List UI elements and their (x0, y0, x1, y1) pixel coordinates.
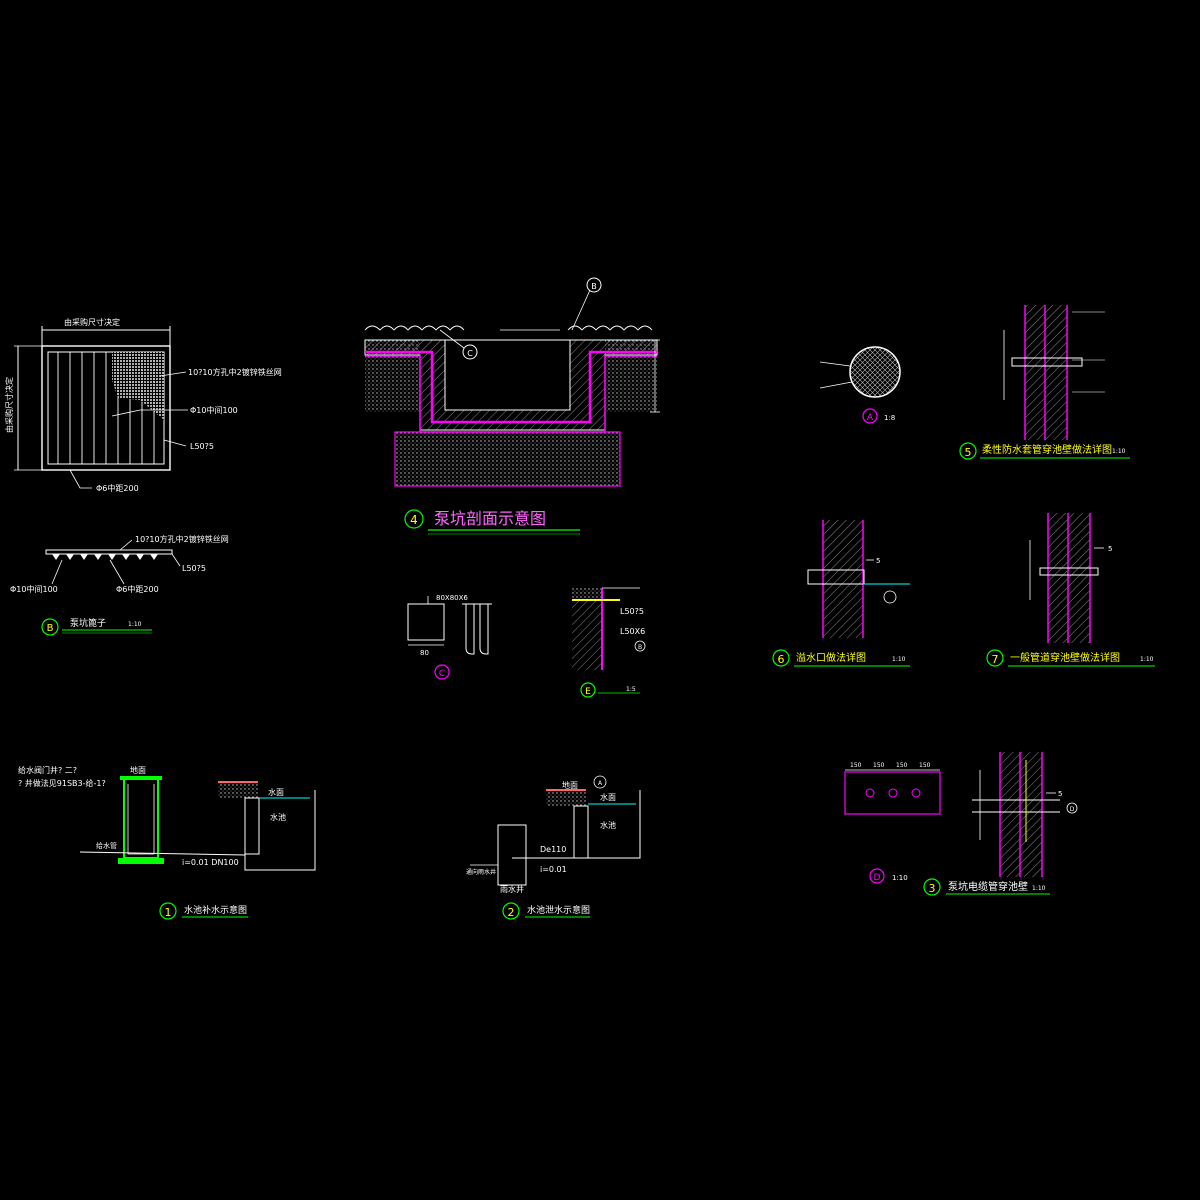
detail-6: 5 6 溢水口做法详图 1:10 (772, 520, 910, 667)
detail-2-ground-label: 地面 (562, 780, 578, 790)
pit-ref-b: B (591, 282, 597, 291)
detail-d: 150 150 150 150 D 1:10 (844, 762, 941, 884)
detail-4-marker: 4 (410, 513, 418, 527)
grate-section-right-note: Φ6中距200 (116, 584, 159, 594)
pit-concrete-wall (364, 339, 658, 431)
detail-2-pool-drain: 雨水井 通向雨水井 De110 i=0.01 地面 水面 水池 A 2 水池泄水… (466, 775, 641, 920)
detail-b-scale: 1:10 (128, 621, 142, 628)
grate-frame-note: L50?5 (190, 442, 214, 451)
detail-6-marker: 6 (778, 653, 785, 666)
detail-1-note-line1: 给水阀门井? 二? (18, 765, 77, 775)
grate-outer-frame (41, 345, 171, 471)
detail-a-scale: 1:8 (884, 414, 895, 422)
detail-c: 80 80X80X6 C (407, 594, 492, 680)
detail-1-ground-label: 地面 (130, 765, 146, 775)
detail-1-slope-label: i=0.01 DN100 (182, 858, 239, 867)
detail-e-marker: E (585, 687, 591, 697)
detail-1-pipe-label: 给水管 (96, 841, 117, 850)
detail-2-left-label: 通向雨水井 (466, 868, 496, 876)
detail-b-title: B 泵坑篦子 1:10 (41, 617, 152, 636)
detail-7-marker: 7 (992, 653, 999, 666)
detail-d-dim-1: 150 (850, 762, 862, 769)
detail-6-scale: 1:10 (892, 656, 906, 663)
detail-e-scale: 1:5 (626, 686, 636, 693)
detail-3-cable-pipe: 5 D 3 泵坑电缆管穿池壁 1:10 (923, 752, 1078, 896)
grate-plan-view: 由采购尺寸决定 由采购尺寸决定 10?10方孔中2镀锌铁丝网 Φ10中间100 … (4, 317, 282, 493)
detail-5-scale: 1:10 (1112, 448, 1126, 455)
grate-section-mesh-note: 10?10方孔中2镀锌铁丝网 (135, 534, 229, 544)
pump-pit-section: B C (364, 277, 660, 487)
cable-plate (844, 771, 941, 815)
detail-3-scale: 1:10 (1032, 885, 1046, 892)
detail-3-dim: 5 (1058, 790, 1062, 798)
detail-4-title: 4 泵坑剖面示意图 (404, 509, 580, 535)
detail-7-scale: 1:10 (1140, 656, 1154, 663)
detail-3-marker: 3 (929, 882, 936, 895)
detail-2-slope-label: i=0.01 (540, 865, 567, 874)
detail-1-note-line2: ? 井做法见91SB3-给-1? (18, 778, 106, 788)
detail-5-title-text: 柔性防水套管穿池壁做法详图 (982, 443, 1112, 456)
pit-waterproof-outer (365, 355, 657, 433)
detail-d-dim-2: 150 (873, 762, 885, 769)
detail-2-well-label: 雨水井 (500, 884, 524, 894)
grate-section-frame-note: L50?5 (182, 564, 206, 573)
pit-waterproof-inner (365, 350, 657, 424)
detail-4-title-text: 泵坑剖面示意图 (434, 509, 546, 528)
detail-7-dim: 5 (1108, 545, 1112, 553)
detail-7: 5 7 一般管道穿池壁做法详图 1:10 (986, 513, 1155, 667)
grate-mesh-note: 10?10方孔中2镀锌铁丝网 (188, 367, 282, 377)
detail-e-note-1: L50?5 (620, 607, 644, 616)
detail-6-dim: 5 (876, 557, 880, 565)
detail-5: 5 柔性防水套管穿池壁做法详图 1:10 (959, 305, 1130, 460)
detail-a-marker: A (867, 413, 874, 423)
detail-c-marker: C (439, 669, 445, 679)
detail-2-marker: 2 (508, 906, 515, 919)
detail-1-marker: 1 (165, 906, 172, 919)
detail-3-title-text: 泵坑电缆管穿池壁 (948, 880, 1028, 893)
detail-2-ref: A (598, 780, 603, 787)
grate-side-dimension: 由采购尺寸决定 (4, 377, 14, 433)
detail-a: A 1:8 (819, 346, 901, 424)
grate-bar-note: Φ10中间100 (190, 405, 238, 415)
detail-3-ref: D (1070, 806, 1075, 813)
detail-d-dim-3: 150 (896, 762, 908, 769)
detail-c-dim-top: 80X80X6 (436, 594, 468, 602)
detail-d-dim-4: 150 (919, 762, 931, 769)
detail-e: L50?5 L50X6 B E 1:5 (572, 587, 646, 698)
detail-2-pool-label: 水池 (600, 820, 616, 830)
pit-base-slab (394, 431, 621, 487)
detail-1-pool-label: 水池 (270, 812, 286, 822)
detail-7-title-text: 一般管道穿池壁做法详图 (1010, 651, 1120, 664)
detail-2-water-label: 水面 (600, 792, 616, 802)
grate-top-dimension: 由采购尺寸决定 (64, 317, 120, 327)
grate-bottom-note: Φ6中距200 (96, 483, 139, 493)
detail-2-title-text: 水池泄水示意图 (527, 904, 590, 916)
pit-ref-c: C (467, 349, 473, 358)
detail-1-pool-supply: 给水阀门井? 二? ? 井做法见91SB3-给-1? 地面 给水管 i=0.01… (18, 765, 316, 920)
grate-section-left-note: Φ10中间100 (10, 584, 58, 594)
grate-mesh-patch (112, 352, 164, 420)
detail-b-marker: B (47, 623, 54, 634)
detail-c-dim-bottom: 80 (420, 649, 429, 657)
detail-e-note-2: L50X6 (620, 627, 645, 636)
grate-section-view: 10?10方孔中2镀锌铁丝网 L50?5 Φ10中间100 Φ6中距200 (10, 534, 229, 594)
detail-6-title-text: 溢水口做法详图 (796, 651, 866, 664)
detail-b-title-text: 泵坑篦子 (70, 617, 106, 629)
detail-5-marker: 5 (965, 446, 972, 459)
detail-e-ref: B (638, 644, 642, 651)
detail-1-water-label: 水面 (268, 787, 284, 797)
detail-d-scale: 1:10 (892, 874, 908, 882)
detail-2-pipe-label: De110 (540, 845, 566, 854)
detail-d-marker: D (874, 873, 881, 883)
detail-1-title-text: 水池补水示意图 (184, 904, 247, 916)
